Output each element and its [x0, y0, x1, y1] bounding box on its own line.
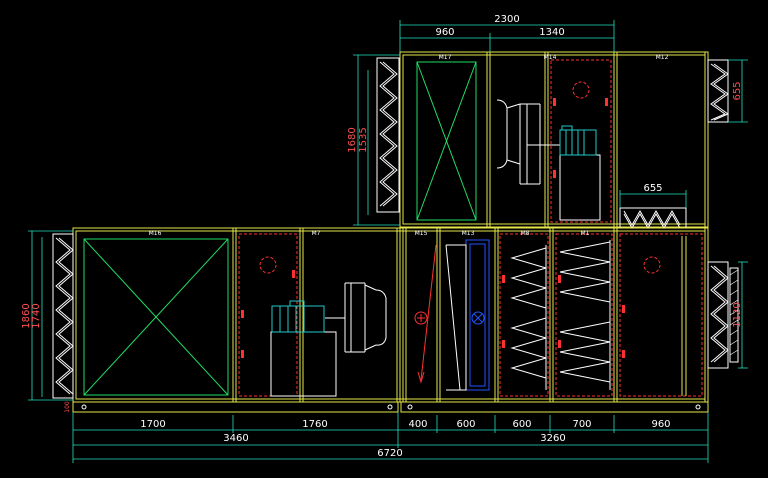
motor-m7 [271, 300, 325, 333]
dim-bottom-5: 600 [512, 419, 531, 430]
hidden-m14 [550, 59, 612, 223]
dim-mid-width: 655 [643, 183, 662, 194]
dim-bottom-3: 400 [408, 419, 427, 430]
label-m13: M13 [462, 230, 475, 237]
dim-upper-left-height-2: 1535 [358, 127, 369, 152]
dim-bottom-4: 600 [456, 419, 475, 430]
label-m8: M8 [521, 230, 530, 237]
damper-m15 [414, 244, 437, 384]
dim-left-height-2: 1740 [31, 303, 42, 328]
coil-m16 [83, 238, 229, 396]
dim-top-a: 960 [435, 27, 454, 38]
label-m12: M12 [656, 54, 669, 61]
right-lower-hatch [729, 269, 739, 356]
coil-m17 [416, 61, 477, 221]
hidden-marks-m8 [502, 275, 505, 348]
hidden-marks-m7 [241, 270, 295, 358]
dim-bottom-6: 700 [572, 419, 591, 430]
hidden-m12-lower [619, 233, 703, 397]
filter-m1 [559, 240, 611, 390]
motor-m14 [559, 125, 597, 156]
dim-bottom-2: 1760 [302, 419, 327, 430]
dim-top-total: 2300 [494, 14, 519, 25]
mid-louver [619, 207, 687, 230]
label-m1: M1 [581, 230, 590, 237]
lower-inlet-louver [52, 233, 74, 399]
dimension-lines [28, 20, 748, 463]
dim-right-top: 655 [732, 81, 743, 100]
dim-top-b: 1340 [539, 27, 564, 38]
lower-deck-casing [72, 227, 709, 413]
dim-bottom-7: 960 [651, 419, 670, 430]
label-m17: M17 [439, 54, 452, 61]
dim-right-total: 3260 [540, 433, 565, 444]
dim-grand-total: 6720 [377, 448, 402, 459]
base-bolts [81, 404, 701, 410]
filter-m8 [510, 245, 547, 390]
label-m7: M7 [312, 230, 321, 237]
hidden-marks-m14 [553, 98, 608, 178]
right-top-louver [707, 59, 730, 123]
fan-m13 [465, 239, 490, 391]
dim-bottom-1: 1700 [140, 419, 165, 430]
dim-upper-left-height-1: 1680 [347, 127, 358, 152]
dim-base: 100 [64, 401, 71, 413]
label-m16: M16 [149, 230, 162, 237]
dim-left-height-1: 1860 [21, 303, 32, 328]
fan-m7 [270, 282, 387, 397]
hidden-m1 [555, 233, 613, 397]
hidden-marks-m12 [622, 305, 625, 358]
upper-inlet-louver [376, 57, 400, 213]
m12-verticals [681, 236, 687, 396]
dim-left-total: 3460 [223, 433, 248, 444]
label-m14: M14 [544, 54, 557, 61]
hidden-m7 [238, 233, 298, 397]
frame-m13 [445, 244, 467, 391]
label-m15: M15 [415, 230, 428, 237]
hidden-marks-m1 [558, 275, 561, 348]
right-lower-louver [707, 261, 739, 369]
dim-right-lower: 1120 [732, 302, 743, 327]
